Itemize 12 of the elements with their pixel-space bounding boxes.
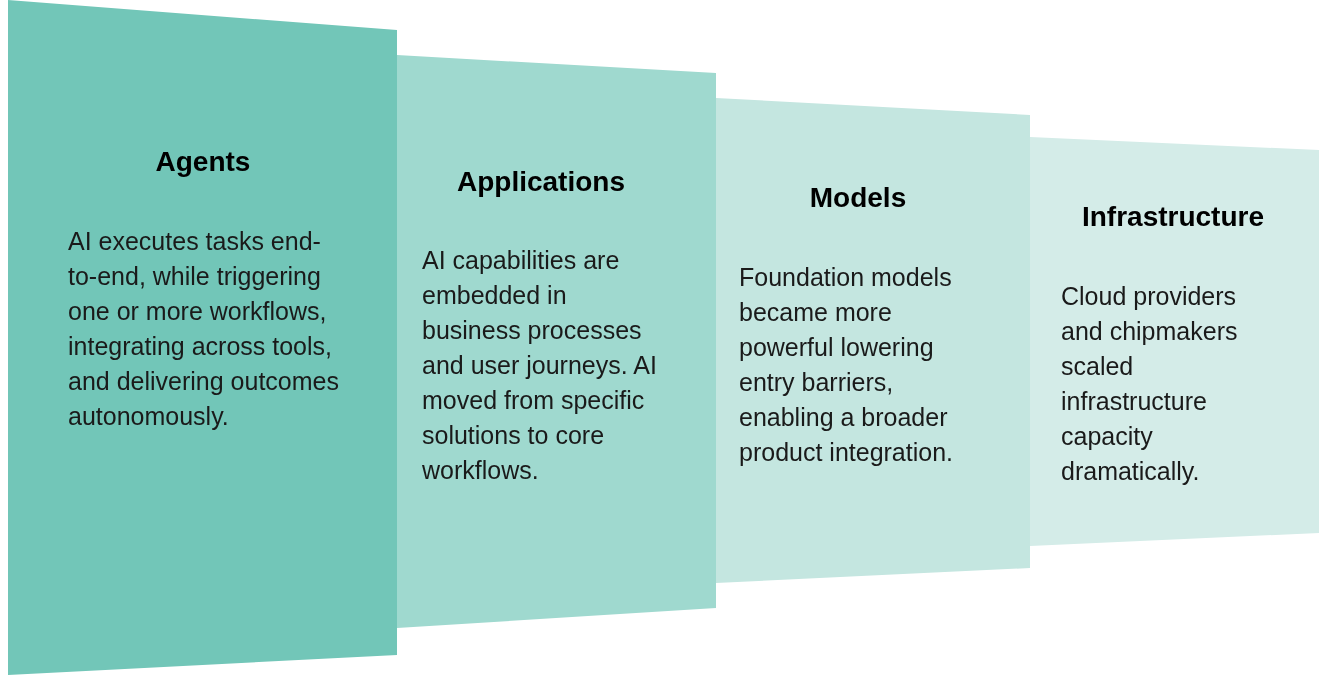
trapezoid-panel [397, 55, 716, 628]
panel-description: AI capabilities are embedded in business processes and user journeys. AI moved from specific solutions to core workflows. [422, 245, 658, 486]
panel-heading: Models [809, 182, 907, 214]
panel-heading: Applications [457, 166, 625, 198]
panel-description: Foundation models became more powerful lowering entry barriers, enabling a broader product integration. [739, 262, 955, 468]
trapezoid-panel [716, 98, 1030, 583]
panel-heading: Infrastructure [1082, 201, 1264, 233]
trapezoid-panel [1030, 137, 1319, 546]
panel-heading: Agents [155, 146, 251, 178]
trapezoid-panel [8, 0, 397, 675]
panel-description: AI executes tasks end-to-end, while triggering one or more workflows, integrating across tools, and delivering outcomes autonomously. [68, 226, 340, 432]
panel-description: Cloud providers and chipmakers scaled infrastructure capacity dramatically. [1061, 281, 1239, 487]
